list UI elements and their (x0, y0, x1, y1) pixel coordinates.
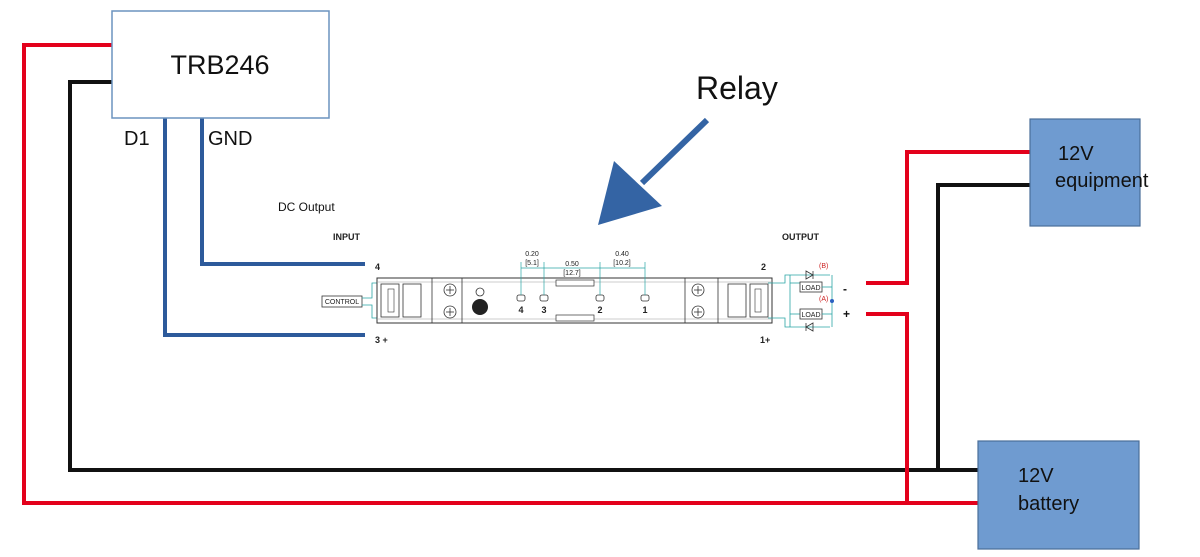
dim-a-inches: 0.20 (525, 251, 539, 258)
dim-a-mm: [5.1] (525, 260, 539, 267)
output-wires (866, 150, 1030, 503)
output-heading: OUTPUT (782, 232, 820, 242)
equipment-label-line2: equipment (1055, 170, 1149, 192)
dimension-lines (520, 262, 646, 295)
input-pin-3-label: 3 + (375, 335, 388, 345)
load-top-label: LOAD (801, 285, 820, 292)
red-wire-left (22, 43, 978, 505)
terminal-2-label: 2 (597, 305, 602, 315)
relay-callout-arrow (598, 117, 710, 225)
red-wire-output-plus-to-battery (866, 312, 909, 503)
dim-b-inches: 0.50 (565, 261, 579, 268)
terminal-1-label: 1 (642, 305, 647, 315)
relay-callout-label: Relay (696, 70, 778, 106)
blue-wire-gnd-to-input-4 (200, 118, 365, 266)
note-a-label: (A) (819, 296, 828, 303)
pin-gnd-label: GND (208, 128, 252, 150)
screw-icons (443, 283, 705, 319)
black-wire-trb-to-battery (68, 80, 978, 472)
battery-label-line2: battery (1018, 493, 1079, 515)
battery-box: 12V battery (977, 440, 1140, 550)
black-wire-equipment-to-battery (936, 183, 1030, 470)
terminal-3-label: 3 (541, 305, 546, 315)
red-wire-output-minus-to-equipment (866, 150, 1030, 285)
relay-knob-icon (472, 299, 488, 315)
control-label: CONTROL (325, 299, 359, 306)
pin-d1-label: D1 (124, 128, 150, 150)
output-pin-1-label: 1+ (760, 335, 770, 345)
equipment-box: 12V equipment (1029, 118, 1149, 227)
black-wire-left (68, 80, 978, 472)
dc-output-title: DC Output (278, 200, 335, 214)
terminal-4-label: 4 (518, 305, 523, 315)
output-plus-sign: + (843, 307, 850, 321)
battery-label-line1: 12V (1018, 465, 1054, 487)
output-minus-sign: - (843, 282, 847, 296)
dim-b-mm: [12.7] (563, 270, 581, 277)
relay-drawing: DC Output INPUT OUTPUT 4 3 + 2 1+ CONTRO… (278, 200, 850, 345)
equipment-label-line1: 12V (1058, 143, 1094, 165)
load-bottom-label: LOAD (801, 312, 820, 319)
trb246-box: TRB246 (111, 10, 330, 119)
input-heading: INPUT (333, 232, 361, 242)
terminal-pads (516, 294, 650, 302)
note-b-label: (B) (819, 263, 828, 270)
diode-icons (805, 270, 834, 332)
blue-wires (163, 118, 365, 337)
red-wire-trb-to-battery (22, 43, 978, 505)
output-pin-2-label: 2 (761, 262, 766, 272)
blue-wire-d1-to-input-3 (163, 118, 365, 337)
dim-c-mm: [10.2] (613, 260, 631, 267)
trb246-label: TRB246 (170, 50, 269, 80)
dim-c-inches: 0.40 (615, 251, 629, 258)
input-pin-4-label: 4 (375, 262, 380, 272)
